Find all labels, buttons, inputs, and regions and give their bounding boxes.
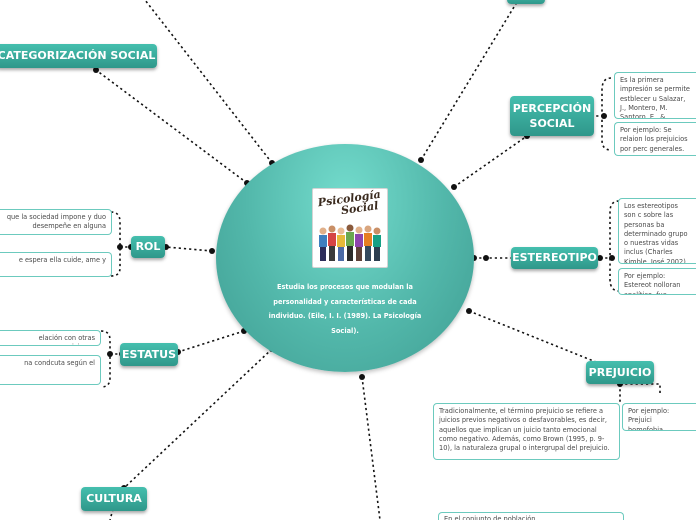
note-percepcion-example: Por ejemplo: Se relaion los prejuicios p… [614, 122, 696, 156]
connector-rol [165, 246, 213, 252]
note-prejuicio-definition: Tradicionalmente, el término prejuicio s… [433, 403, 620, 460]
connector-prejuicio [468, 310, 597, 363]
connector-dot [451, 184, 457, 190]
note-rol-definition: que la sociedad impone y duo desempeñe e… [0, 209, 112, 235]
note-estatus-example: na condcuta según el [0, 355, 101, 385]
topic-top-right-partial[interactable] [507, 0, 545, 4]
note-percepcion-definition: Es la primera impresión se permite estbl… [614, 72, 696, 119]
connector-top-left [144, 0, 273, 164]
connector-estatus [177, 330, 245, 353]
connector-dot [466, 308, 472, 314]
connector-dot [483, 255, 489, 261]
topic-estatus[interactable]: ESTATUS [120, 343, 178, 366]
note-prejuicio-example: Por ejemplo: Prejuici homofobia. [622, 403, 696, 431]
connector-rol-notes [110, 211, 121, 277]
topic-estereotipo[interactable]: ESTEREOTIPO [511, 247, 598, 269]
connector-dot [117, 244, 123, 250]
connector-dot [93, 67, 99, 73]
connector-dot [359, 374, 365, 380]
note-estatus-definition: elación con otras posiciones [0, 330, 101, 346]
topic-percepcion-social[interactable]: PERCEPCIÓN SOCIAL [510, 96, 594, 136]
connector-dot [418, 157, 424, 163]
connector-dot [609, 255, 615, 261]
connector-dot [601, 113, 607, 119]
connector-estereotipo-notes [609, 200, 620, 292]
group-of-people-icon [319, 224, 381, 261]
connector-dot [597, 255, 603, 261]
connector-estatus-notes [100, 330, 111, 388]
note-estereotipo-definition: Los estereotipos son c sobre las persona… [618, 198, 696, 264]
connector-cultura [123, 348, 273, 489]
connector-dot [209, 248, 215, 254]
central-description: Estudia los procesos que modulan la pers… [268, 283, 422, 335]
note-rol-example: e espera ella cuide, ame y [0, 252, 112, 277]
psicologia-social-logo: Psicología Social [312, 188, 388, 268]
topic-rol[interactable]: ROL [131, 236, 165, 258]
central-node[interactable]: Psicología Social Estudia los procesos q… [216, 144, 474, 372]
connector-categorizacion [95, 69, 248, 184]
topic-cultura[interactable]: CULTURA [81, 487, 147, 511]
logo-title: Psicología Social [316, 189, 384, 219]
connector-percepcion [453, 135, 528, 188]
connector-bottom [361, 376, 381, 520]
topic-prejuicio[interactable]: PREJUICIO [586, 361, 654, 384]
topic-categorizacion-social[interactable]: CATEGORIZACIÓN SOCIAL [0, 44, 157, 68]
note-bottom-partial: En el conjunto de población [438, 512, 624, 520]
note-estereotipo-example: Por ejemplo: Estereot nolloran analítico… [618, 268, 696, 295]
connector-top-right [420, 1, 518, 161]
connector-dot [107, 351, 113, 357]
connector-prejuicio-notes [620, 383, 661, 395]
